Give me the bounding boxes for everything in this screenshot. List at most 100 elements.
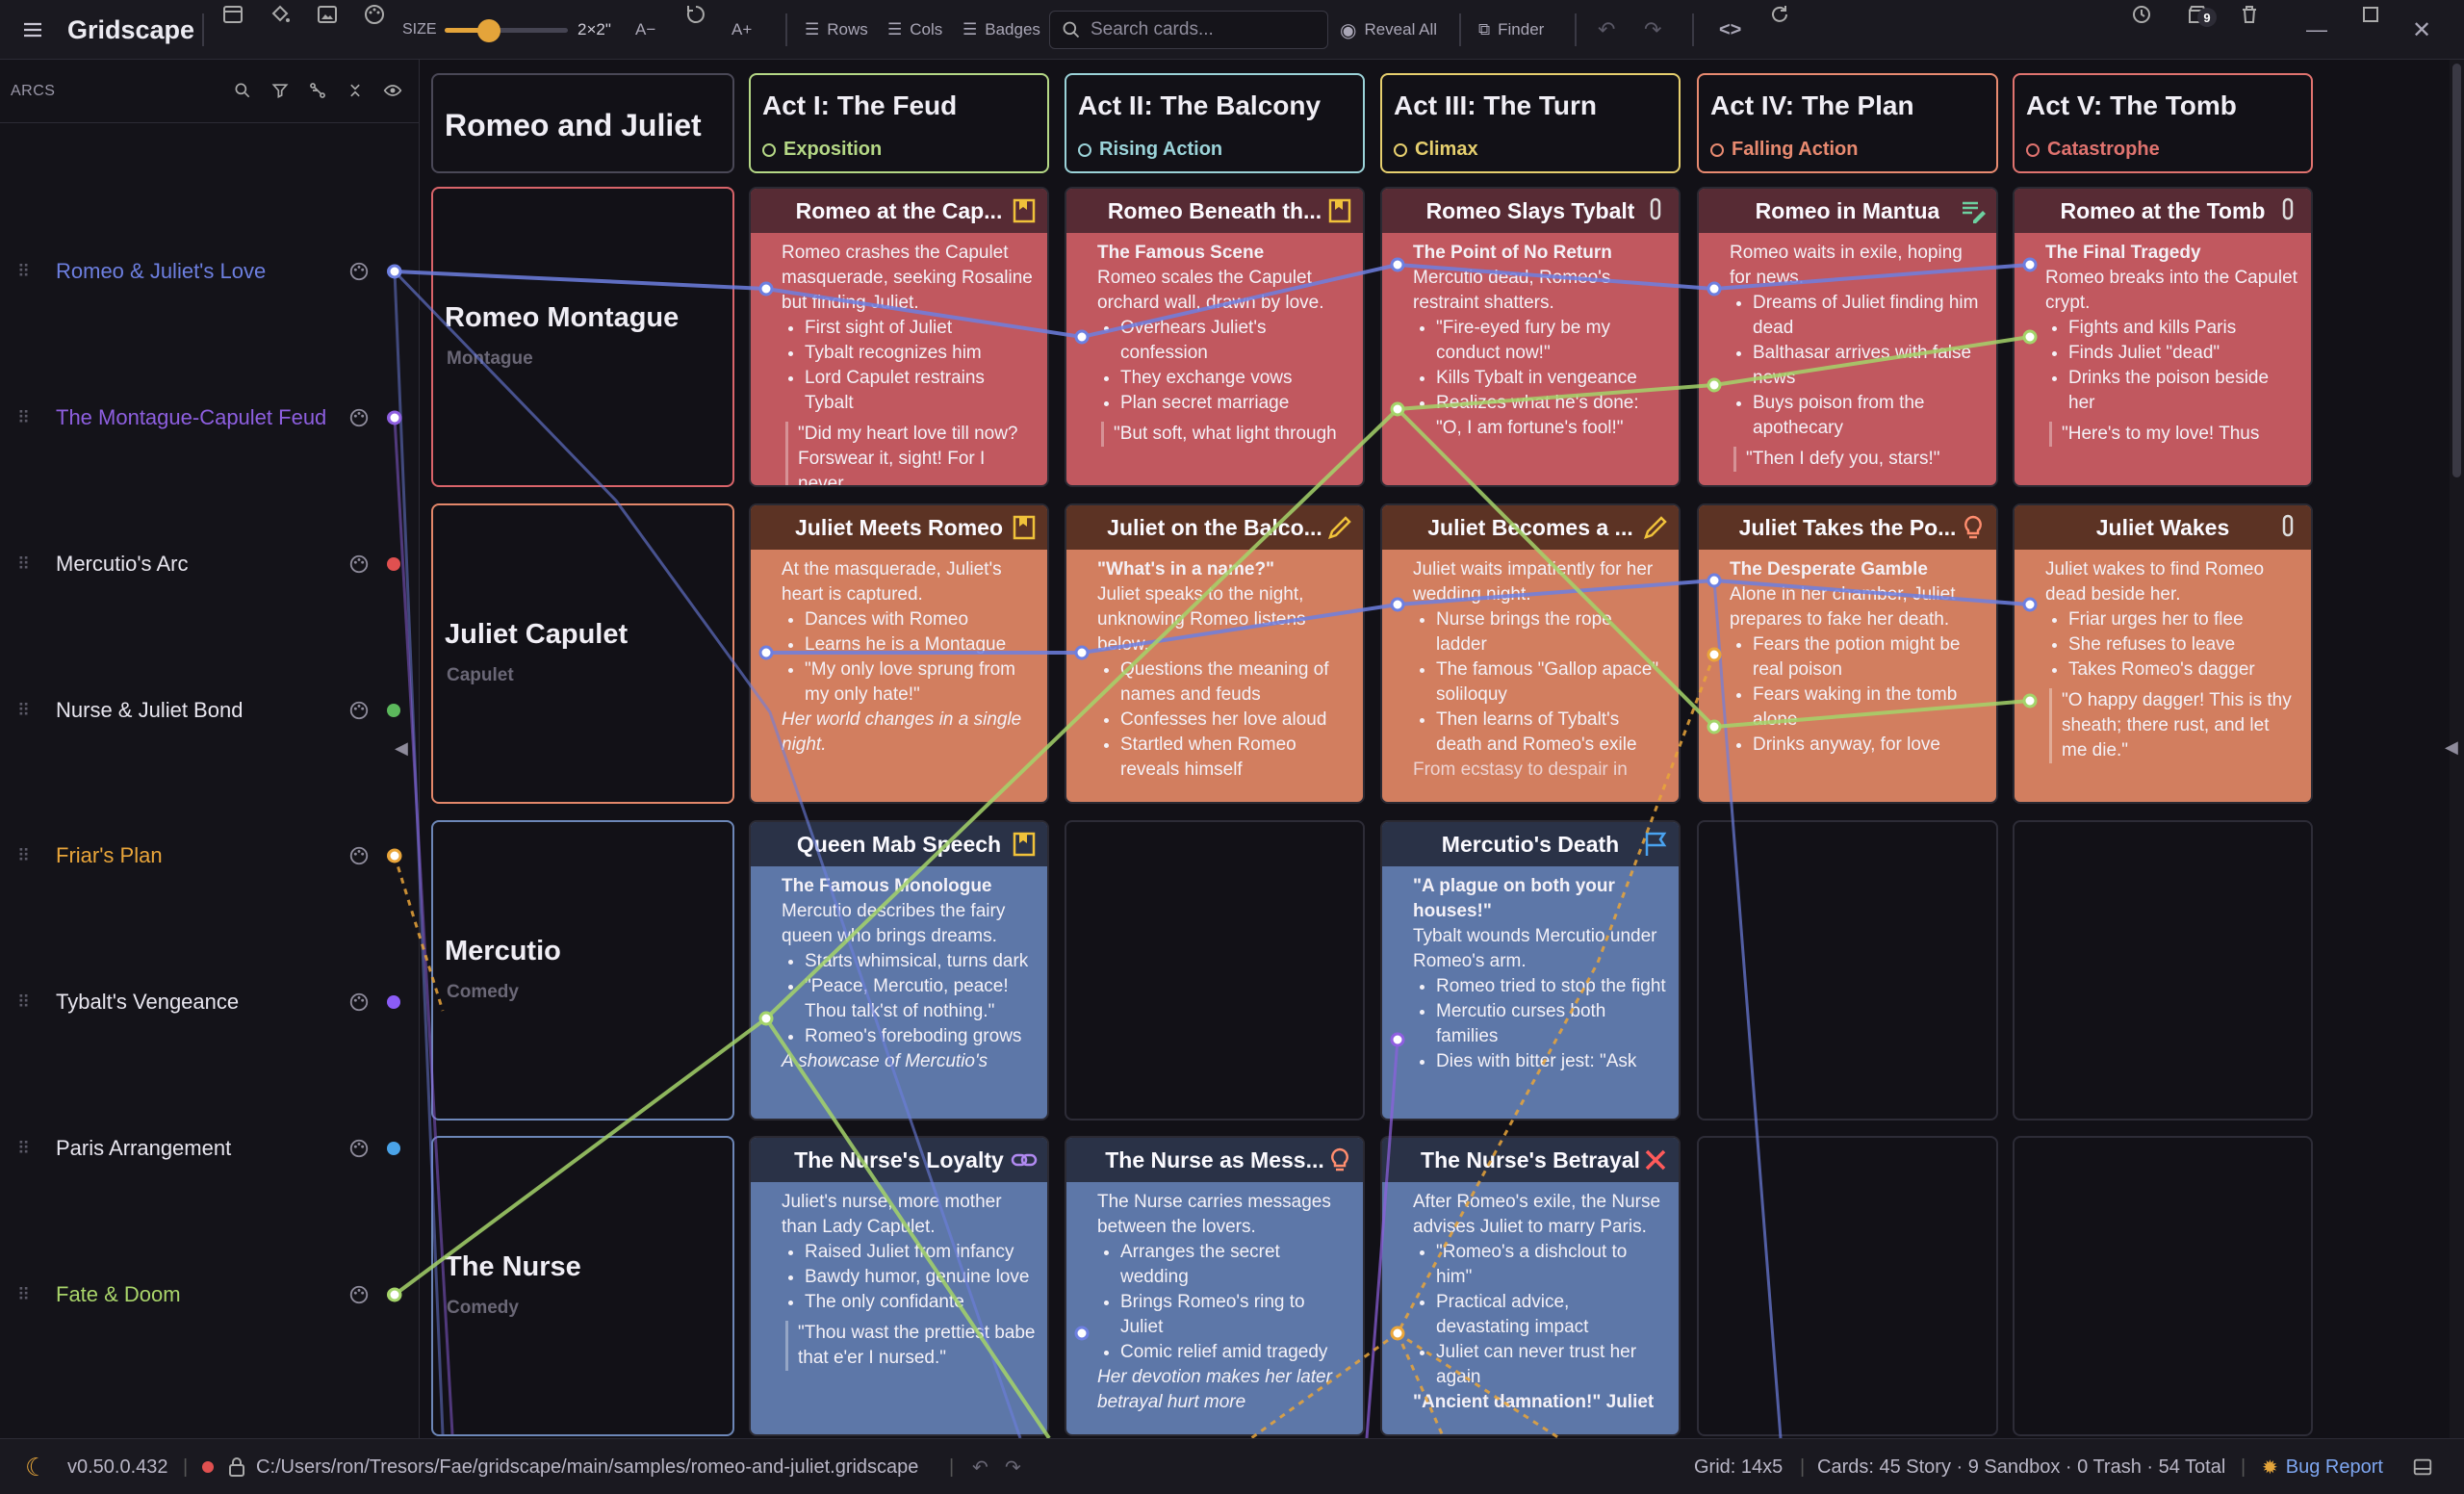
drag-handle-icon[interactable]: ⠿ bbox=[17, 845, 30, 865]
x-icon[interactable] bbox=[1642, 1146, 1669, 1173]
palette-icon[interactable] bbox=[360, 0, 389, 29]
arc-item[interactable]: ⠿Romeo & Juliet's Love bbox=[0, 243, 420, 300]
flag-icon[interactable] bbox=[1642, 831, 1669, 858]
font-larger-button[interactable]: A+ bbox=[732, 20, 753, 39]
link-arcs-icon[interactable] bbox=[304, 77, 331, 104]
fill-icon[interactable] bbox=[266, 0, 295, 29]
palette-icon[interactable] bbox=[348, 700, 370, 721]
badges-button[interactable]: ☰Badges bbox=[962, 20, 1040, 39]
exclamation-icon[interactable] bbox=[2274, 197, 2301, 224]
drag-handle-icon[interactable]: ⠿ bbox=[17, 1138, 30, 1158]
story-card[interactable]: Juliet Takes the Po...The Desperate Gamb… bbox=[1697, 503, 1998, 804]
refresh-icon[interactable] bbox=[1765, 0, 1794, 29]
empty-cell[interactable] bbox=[1697, 820, 1998, 1120]
palette-icon[interactable] bbox=[348, 992, 370, 1013]
palette-icon[interactable] bbox=[348, 261, 370, 282]
search-input[interactable] bbox=[1091, 19, 1312, 40]
trash-icon[interactable] bbox=[2235, 0, 2264, 29]
bookmark-icon[interactable] bbox=[1011, 514, 1038, 541]
reveal-all-button[interactable]: ◉Reveal All bbox=[1340, 19, 1438, 41]
drag-handle-icon[interactable]: ⠿ bbox=[17, 407, 30, 427]
lightbulb-icon[interactable] bbox=[1326, 1146, 1353, 1173]
panel-toggle-icon[interactable] bbox=[2412, 1439, 2433, 1494]
close-icon[interactable]: ✕ bbox=[2412, 16, 2432, 43]
redo-icon[interactable]: ↷ bbox=[1644, 17, 1662, 41]
palette-icon[interactable] bbox=[348, 845, 370, 866]
drag-handle-icon[interactable]: ⠿ bbox=[17, 554, 30, 574]
bookmark-icon[interactable] bbox=[1326, 197, 1353, 224]
panel-icon[interactable] bbox=[218, 0, 247, 29]
bug-report-button[interactable]: ✹Bug Report bbox=[2262, 1455, 2383, 1479]
collapse-icon[interactable] bbox=[342, 77, 369, 104]
filter-icon[interactable] bbox=[267, 77, 294, 104]
reset-icon[interactable] bbox=[681, 0, 710, 29]
scrollbar-thumb[interactable] bbox=[2452, 64, 2461, 477]
drag-handle-icon[interactable]: ⠿ bbox=[17, 261, 30, 281]
size-slider-thumb[interactable] bbox=[477, 19, 500, 42]
rows-button[interactable]: ☰Rows bbox=[805, 20, 868, 39]
undo-small-icon[interactable]: ↶ bbox=[972, 1456, 988, 1479]
minimize-icon[interactable]: — bbox=[2306, 17, 2327, 41]
search-icon[interactable] bbox=[229, 77, 256, 104]
undo-icon[interactable]: ↶ bbox=[1598, 17, 1616, 41]
palette-icon[interactable] bbox=[348, 554, 370, 575]
code-icon[interactable]: <> bbox=[1719, 18, 1742, 40]
arc-item[interactable]: ⠿Tybalt's Vengeance bbox=[0, 973, 420, 1031]
story-card[interactable]: Juliet on the Balco..."What's in a name?… bbox=[1065, 503, 1365, 804]
arc-color-dot[interactable] bbox=[387, 1288, 400, 1301]
palette-icon[interactable] bbox=[348, 1138, 370, 1159]
arc-color-dot[interactable] bbox=[387, 265, 400, 278]
palette-icon[interactable] bbox=[348, 1284, 370, 1305]
history-icon[interactable] bbox=[2127, 0, 2156, 29]
story-card[interactable]: Mercutio's Death"A plague on both your h… bbox=[1380, 820, 1681, 1120]
story-card[interactable]: Juliet Becomes a ...Juliet waits impatie… bbox=[1380, 503, 1681, 804]
menu-icon[interactable] bbox=[21, 0, 44, 60]
size-slider[interactable] bbox=[445, 28, 568, 33]
visibility-icon[interactable] bbox=[379, 77, 406, 104]
arc-item[interactable]: ⠿Friar's Plan bbox=[0, 827, 420, 885]
bookmark-icon[interactable] bbox=[1011, 831, 1038, 858]
pencil-icon[interactable] bbox=[1642, 514, 1669, 541]
arc-color-dot[interactable] bbox=[387, 849, 400, 863]
exclamation-icon[interactable] bbox=[1642, 197, 1669, 224]
search-box[interactable] bbox=[1049, 11, 1328, 49]
lock-icon[interactable] bbox=[227, 1439, 246, 1494]
palette-icon[interactable] bbox=[348, 407, 370, 428]
arc-item[interactable]: ⠿The Montague-Capulet Feud bbox=[0, 389, 420, 447]
cols-button[interactable]: ☰Cols bbox=[887, 20, 943, 39]
arc-item[interactable]: ⠿Fate & Doom bbox=[0, 1266, 420, 1324]
collapse-sidebar-icon[interactable]: ◀ bbox=[395, 738, 408, 758]
empty-cell[interactable] bbox=[1697, 1136, 1998, 1436]
exclamation-icon[interactable] bbox=[2274, 514, 2301, 541]
story-card[interactable]: The Nurse as Mess...The Nurse carries me… bbox=[1065, 1136, 1365, 1436]
maximize-icon[interactable] bbox=[2356, 0, 2385, 29]
drag-handle-icon[interactable]: ⠿ bbox=[17, 1284, 30, 1304]
bookmark-icon[interactable] bbox=[1011, 197, 1038, 224]
arc-color-dot[interactable] bbox=[387, 557, 400, 571]
arc-color-dot[interactable] bbox=[387, 411, 400, 425]
image-icon[interactable] bbox=[313, 0, 342, 29]
link-icon[interactable] bbox=[1011, 1146, 1038, 1173]
arc-color-dot[interactable] bbox=[387, 995, 400, 1009]
empty-cell[interactable] bbox=[2013, 820, 2313, 1120]
finder-button[interactable]: ⧉Finder bbox=[1478, 20, 1545, 39]
pencil-icon[interactable] bbox=[1326, 514, 1353, 541]
story-card[interactable]: Romeo at the Cap...Romeo crashes the Cap… bbox=[749, 187, 1049, 487]
file-path[interactable]: C:/Users/ron/Tresors/Fae/gridscape/main/… bbox=[256, 1455, 919, 1478]
lightbulb-icon[interactable] bbox=[1960, 514, 1987, 541]
arc-color-dot[interactable] bbox=[387, 1142, 400, 1155]
empty-cell[interactable] bbox=[1065, 820, 1365, 1120]
